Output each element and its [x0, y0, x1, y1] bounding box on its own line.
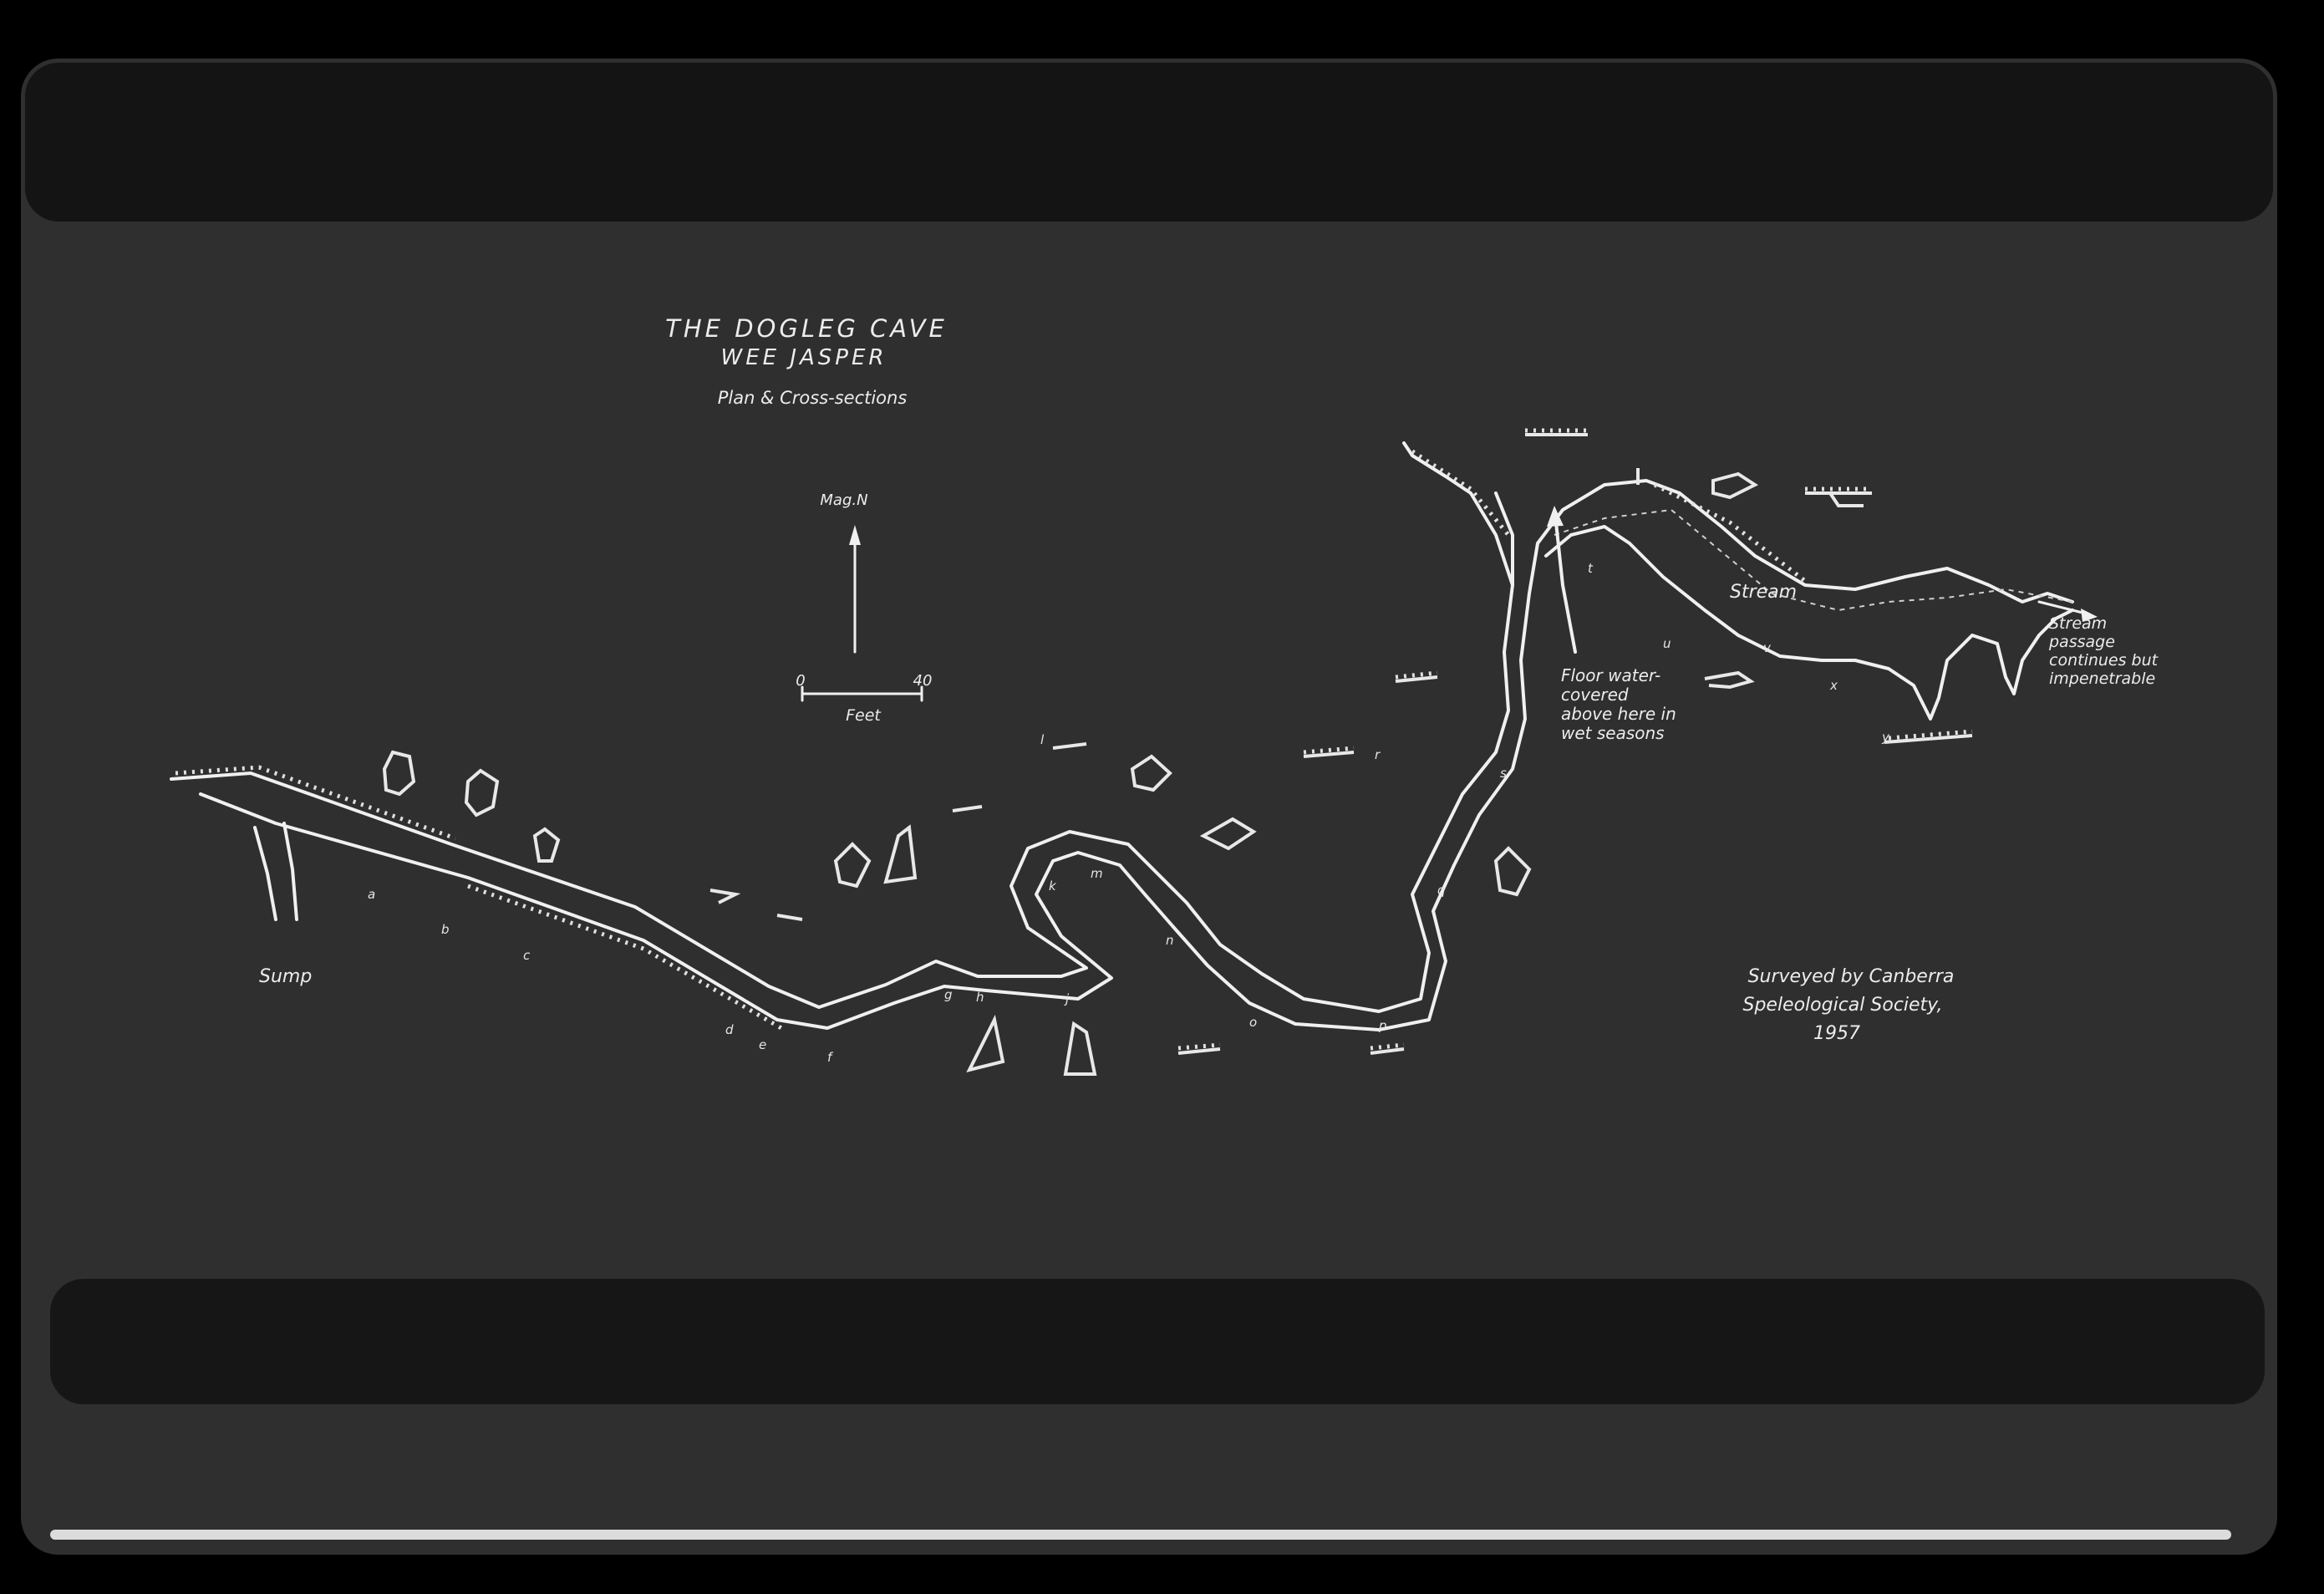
cross-sections	[382, 433, 1973, 1076]
map-subtitle: WEE JASPER	[721, 345, 887, 370]
stream-passage-note: Stream passage continues but impenetrabl…	[2048, 614, 2159, 688]
section-letter-p: p	[1378, 1018, 1387, 1033]
section-letter-l: l	[1040, 732, 1045, 747]
section-letter-u: u	[1663, 636, 1671, 651]
section-letter-s: s	[1500, 766, 1507, 781]
map-caption: Plan & Cross-sections	[718, 388, 908, 408]
north-label: Mag.N	[820, 491, 867, 509]
svg-text:1957: 1957	[1813, 1023, 1860, 1044]
section-letter-h: h	[976, 990, 984, 1005]
survey-credit: Surveyed by Canberra Speleological Socie…	[1742, 966, 1954, 1044]
section-letter-o: o	[1249, 1015, 1257, 1030]
section-letter-j: j	[1064, 991, 1070, 1006]
section-letter-x: x	[1829, 678, 1838, 693]
film-dark-band-top	[25, 63, 2273, 222]
film-background	[21, 59, 2277, 1555]
film-dark-band-bottom	[50, 1279, 2265, 1404]
scale-max: 40	[913, 672, 933, 690]
section-letter-v: v	[1763, 640, 1772, 655]
floor-water-note: Floor water- covered above here in wet s…	[1561, 665, 1676, 743]
scale-unit: Feet	[846, 706, 882, 725]
section-letter-c: c	[523, 948, 531, 963]
section-letter-e: e	[759, 1037, 766, 1052]
svg-text:Floor water-: Floor water-	[1561, 665, 1660, 685]
section-letter-a: a	[368, 887, 375, 902]
section-letter-f: f	[827, 1050, 834, 1065]
section-letter-n: n	[1166, 933, 1174, 948]
section-letter-b: b	[441, 922, 450, 937]
section-letter-y: y	[1881, 730, 1890, 745]
section-letter-k: k	[1049, 878, 1057, 894]
stream-line	[1554, 508, 2073, 612]
svg-text:above here in: above here in	[1561, 704, 1676, 724]
scale-min: 0	[796, 672, 805, 690]
section-letter-r: r	[1375, 747, 1381, 762]
sump-label: Sump	[259, 966, 312, 987]
svg-text:impenetrable: impenetrable	[2049, 670, 2155, 688]
stream-label: Stream	[1730, 582, 1797, 603]
section-letter-t: t	[1588, 561, 1594, 576]
svg-text:Speleological Society,: Speleological Society,	[1742, 995, 1942, 1016]
svg-text:passage: passage	[2048, 633, 2115, 651]
section-letter-m: m	[1091, 866, 1103, 881]
section-letter-q: q	[1437, 883, 1446, 898]
cave-passage-plan	[170, 441, 2098, 1031]
section-labels: a b c d e f g h j k l m n o p q r s t u …	[368, 561, 1890, 1065]
svg-text:covered: covered	[1561, 685, 1629, 705]
svg-text:wet seasons: wet seasons	[1561, 723, 1665, 743]
north-arrow-icon	[849, 525, 861, 654]
film-bottom-edge	[50, 1530, 2231, 1540]
svg-text:continues but: continues but	[2049, 651, 2159, 670]
section-letter-g: g	[944, 987, 953, 1002]
svg-text:Stream: Stream	[2049, 614, 2107, 633]
map-title: THE DOGLEG CAVE	[665, 314, 948, 343]
hatching	[1177, 428, 1973, 1051]
section-letter-d: d	[725, 1022, 734, 1037]
svg-text:Surveyed by Canberra: Surveyed by Canberra	[1748, 966, 1955, 987]
scale-bar	[801, 685, 923, 702]
